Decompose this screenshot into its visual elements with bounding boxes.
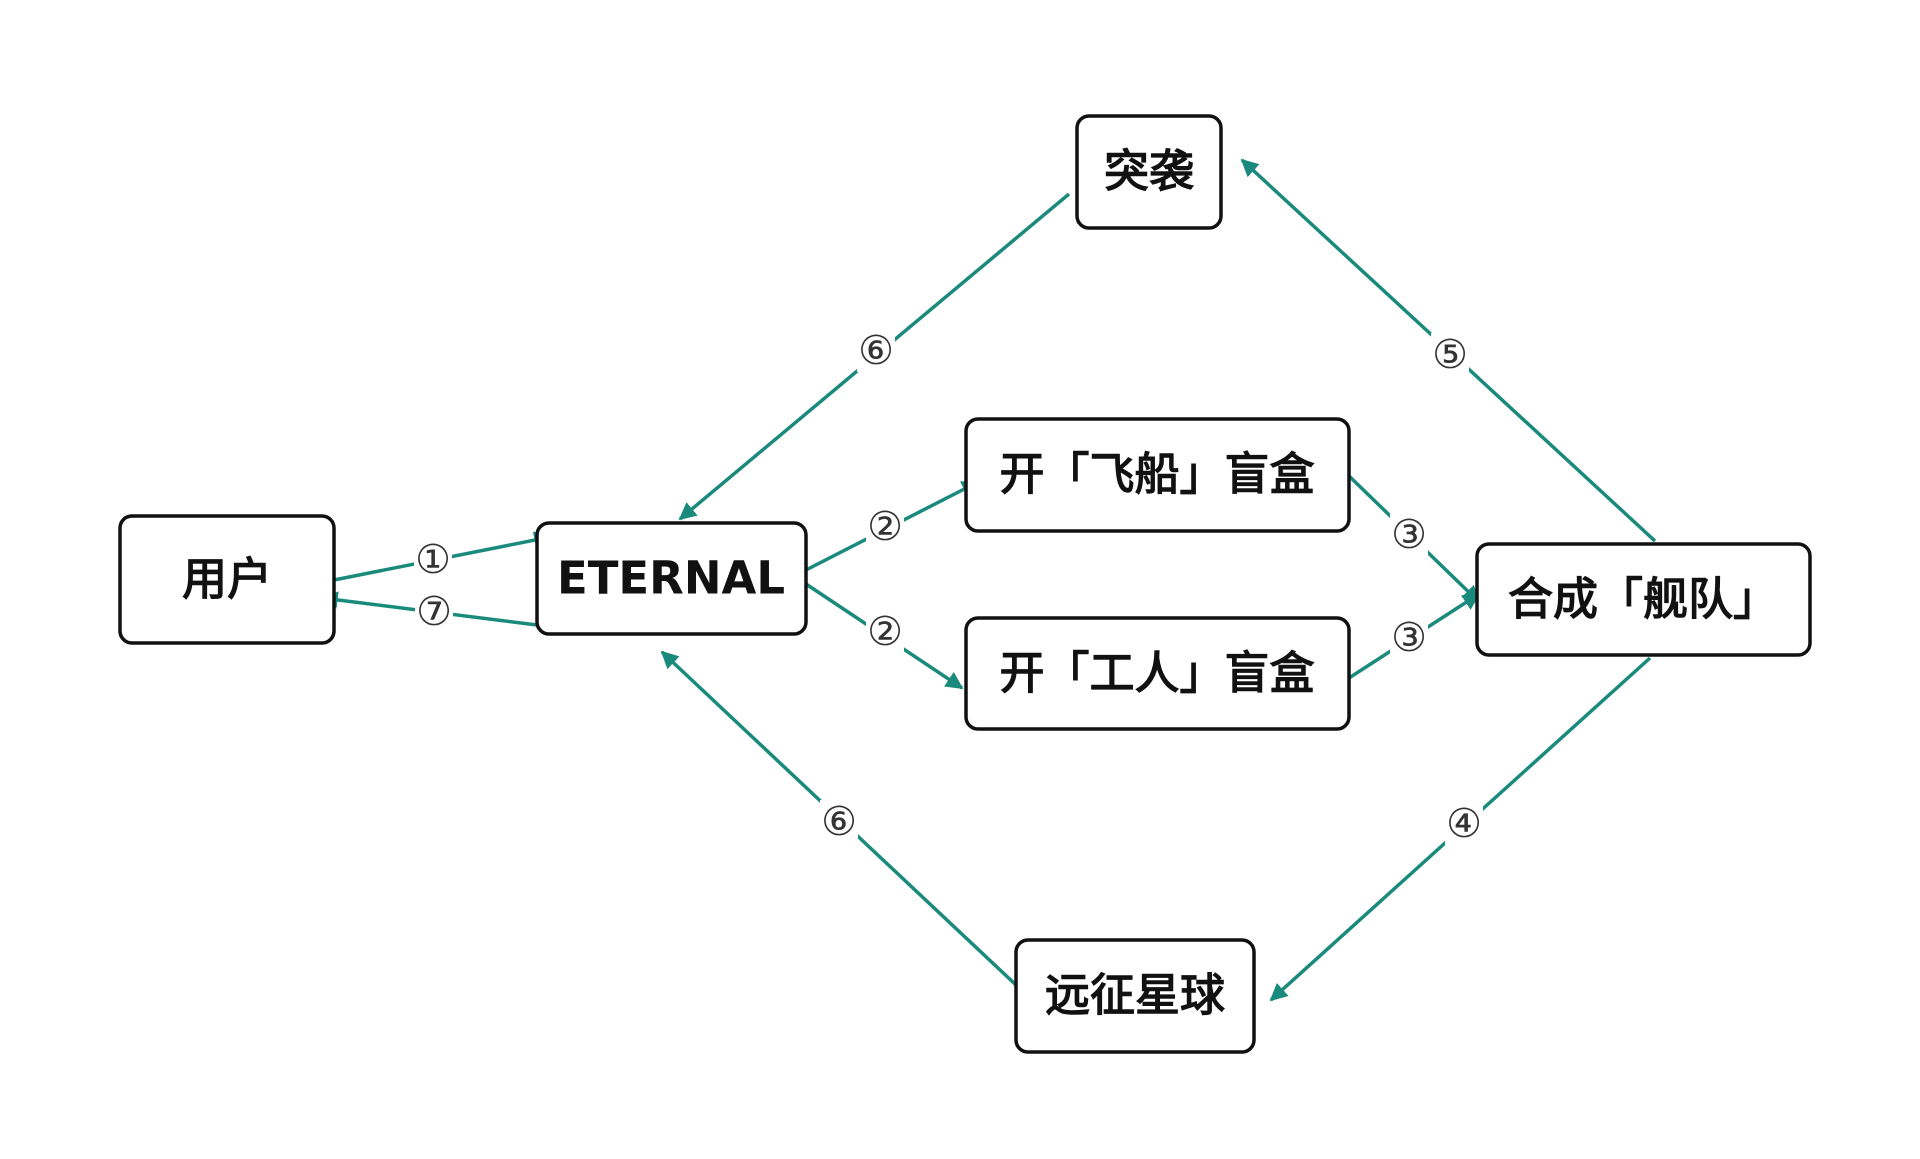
node-worker-box-label: 开「工人」盲盒 bbox=[999, 647, 1315, 700]
node-fleet: 合成「舰队」 bbox=[1475, 542, 1812, 657]
node-raid: 突袭 bbox=[1075, 114, 1223, 230]
edges bbox=[320, 158, 1657, 1002]
step-label-4: ④ bbox=[1446, 801, 1482, 847]
step-label-3-ship: ③ bbox=[1391, 512, 1427, 558]
step-label-2-ship: ② bbox=[867, 504, 903, 550]
node-raid-label: 突袭 bbox=[1104, 145, 1195, 198]
step-label-3-worker: ③ bbox=[1391, 615, 1427, 661]
step-label-5: ⑤ bbox=[1432, 332, 1468, 378]
edge-labels: ① ⑦ ② ② ③ ③ ⑤ ④ ⑥ ⑥ bbox=[414, 328, 1483, 847]
step-label-6-expedition: ⑥ bbox=[821, 799, 857, 845]
node-user-label: 用户 bbox=[182, 553, 272, 606]
nodes: 用户 ETERNAL 突袭 开「飞船」盲盒 开「工人」盲盒 合成「舰队」 远征星… bbox=[118, 114, 1812, 1054]
step-label-7: ⑦ bbox=[416, 589, 452, 635]
node-expedition: 远征星球 bbox=[1014, 938, 1256, 1054]
node-eternal: ETERNAL bbox=[535, 521, 808, 636]
node-eternal-label: ETERNAL bbox=[557, 552, 785, 605]
node-expedition-label: 远征星球 bbox=[1045, 969, 1226, 1022]
step-label-2-worker: ② bbox=[867, 609, 903, 655]
node-user: 用户 bbox=[118, 514, 336, 645]
step-label-6-raid: ⑥ bbox=[858, 328, 894, 374]
node-ship-box: 开「飞船」盲盒 bbox=[964, 417, 1351, 533]
node-worker-box: 开「工人」盲盒 bbox=[964, 616, 1351, 731]
step-label-1: ① bbox=[415, 537, 451, 583]
node-fleet-label: 合成「舰队」 bbox=[1508, 573, 1778, 626]
node-ship-box-label: 开「飞船」盲盒 bbox=[999, 448, 1315, 501]
